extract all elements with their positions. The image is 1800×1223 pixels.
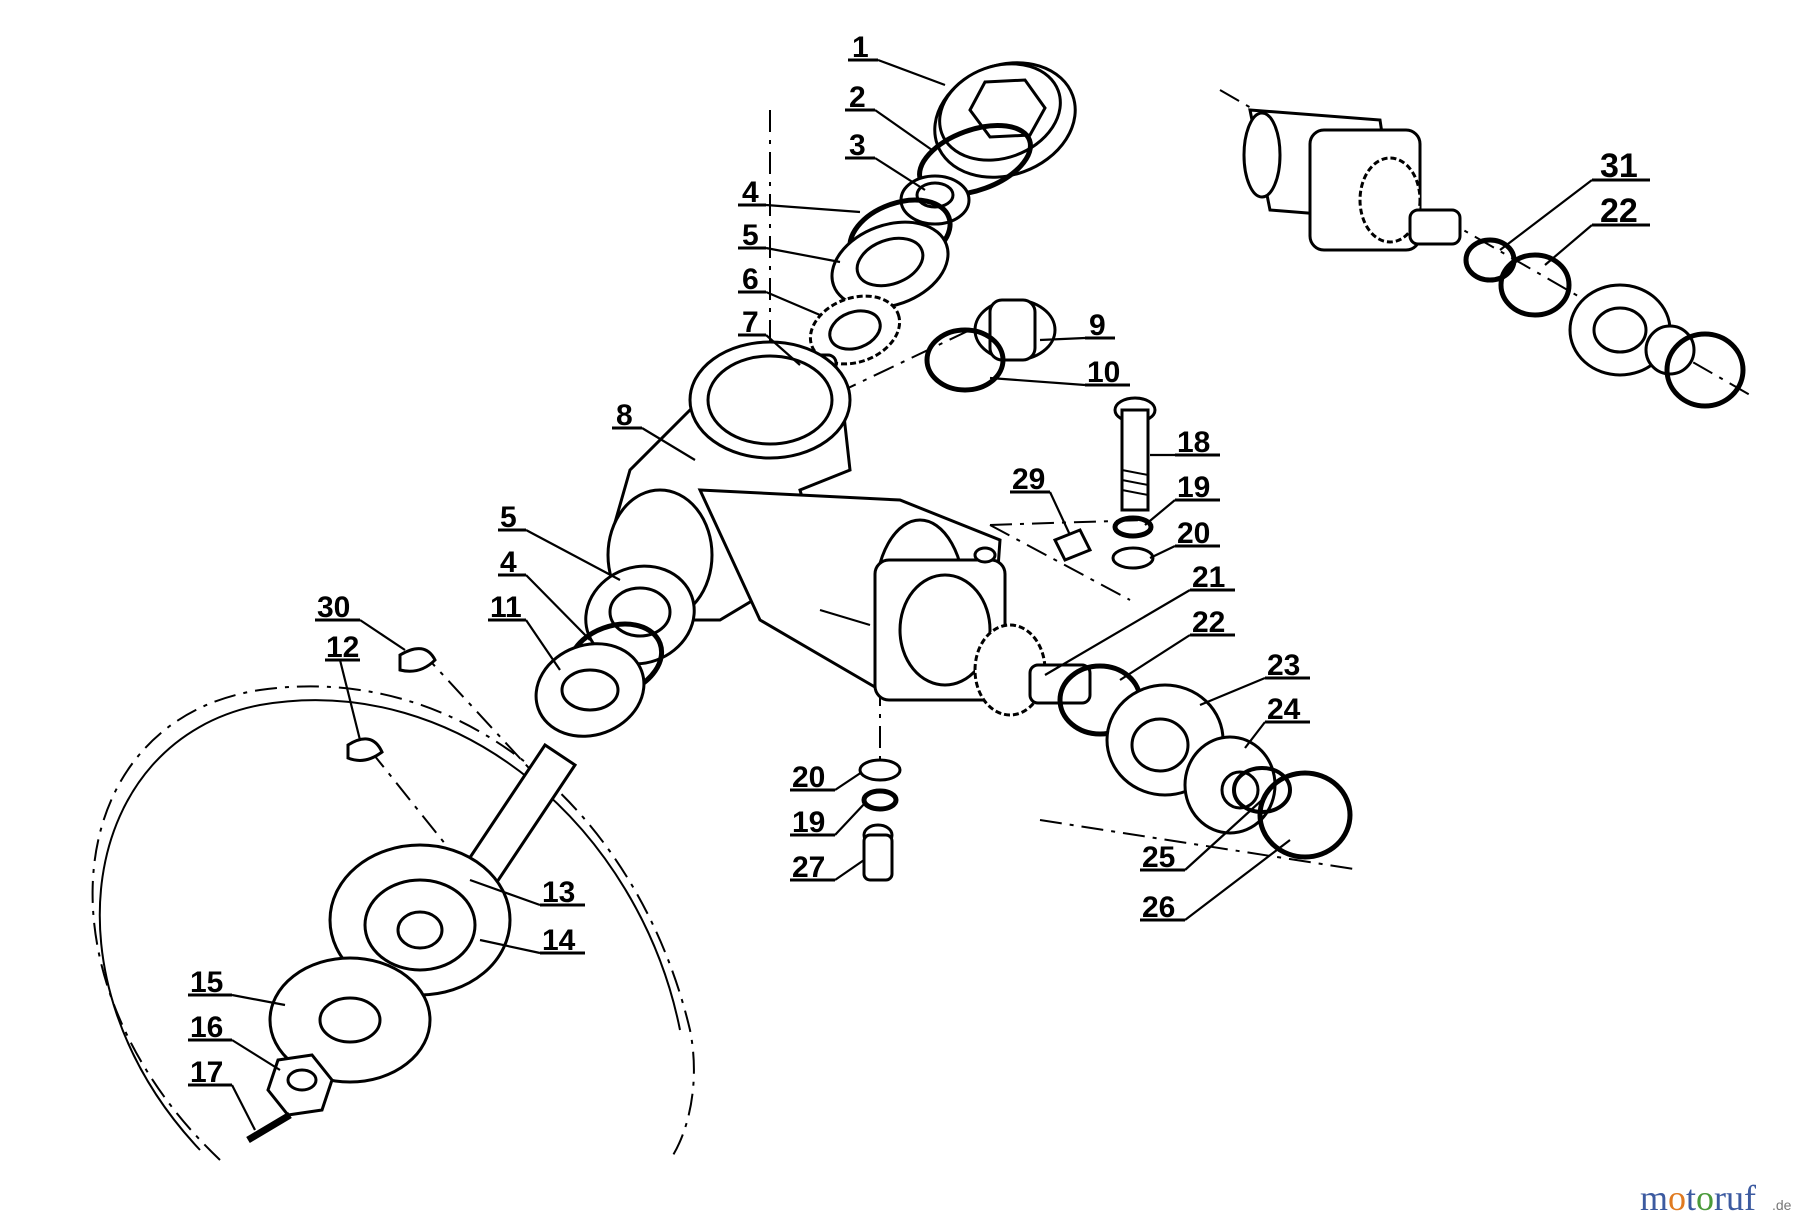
callout-17: 17: [190, 1056, 223, 1089]
plug-parts: [924, 298, 1057, 393]
callout-22-inset: 22: [1600, 192, 1638, 230]
callout-23: 23: [1267, 649, 1300, 682]
callout-6: 6: [742, 263, 759, 296]
callout-19-lower: 19: [792, 806, 825, 839]
wm-o1: o: [1668, 1178, 1686, 1218]
callout-27: 27: [792, 851, 825, 884]
callout-26: 26: [1142, 891, 1175, 924]
wm-f: f: [1744, 1178, 1756, 1218]
callout-2: 2: [849, 81, 866, 114]
callout-30: 30: [317, 591, 350, 624]
callout-31: 31: [1600, 147, 1638, 185]
callout-22: 22: [1192, 606, 1225, 639]
callout-7: 7: [742, 306, 759, 339]
callout-18: 18: [1177, 426, 1210, 459]
callout-25: 25: [1142, 841, 1175, 874]
callout-15: 15: [190, 966, 223, 999]
callout-lines: [188, 58, 1650, 1131]
callout-20-lower: 20: [792, 761, 825, 794]
callout-4-top: 4: [742, 176, 759, 209]
callout-14: 14: [542, 924, 576, 957]
blade-outline: [91, 685, 695, 1161]
wm-u: u: [1726, 1178, 1744, 1218]
top-parts: [788, 61, 1077, 407]
callout-16: 16: [190, 1011, 223, 1044]
wm-r: r: [1714, 1178, 1726, 1218]
callout-4-left: 4: [500, 546, 517, 579]
callout-29: 29: [1012, 463, 1045, 496]
callout-11: 11: [490, 591, 522, 624]
watermark-logo: motoruf .de: [1640, 1178, 1792, 1218]
axis-lines: [369, 89, 1751, 871]
wm-o2: o: [1696, 1178, 1714, 1218]
wm-t: t: [1686, 1178, 1696, 1218]
svg-text:motoruf: motoruf: [1640, 1178, 1756, 1218]
inset-assembly: [1242, 108, 1746, 409]
callout-10: 10: [1087, 356, 1120, 389]
callout-19-right: 19: [1177, 471, 1210, 504]
callout-5-top: 5: [742, 219, 759, 252]
wm-suffix: .de: [1772, 1197, 1792, 1213]
left-parts: [246, 564, 696, 1144]
callout-3: 3: [849, 129, 866, 162]
callout-12: 12: [326, 631, 359, 664]
gear-housing: [606, 340, 1007, 702]
callout-21: 21: [1192, 561, 1225, 594]
callout-24: 24: [1267, 693, 1301, 726]
callout-20-right: 20: [1177, 517, 1210, 550]
wm-m: m: [1640, 1178, 1668, 1218]
callout-labels: 1 2 3 4 5 6 7 8 9 10 11 12 13 14 15 16 1…: [190, 31, 1638, 1089]
callout-8: 8: [616, 399, 633, 432]
callout-1: 1: [852, 31, 869, 64]
lower-washers: [858, 758, 902, 882]
bolt-parts: [1052, 396, 1157, 570]
callout-9: 9: [1089, 309, 1106, 342]
callout-13: 13: [542, 876, 575, 909]
callout-5-left: 5: [500, 501, 517, 534]
